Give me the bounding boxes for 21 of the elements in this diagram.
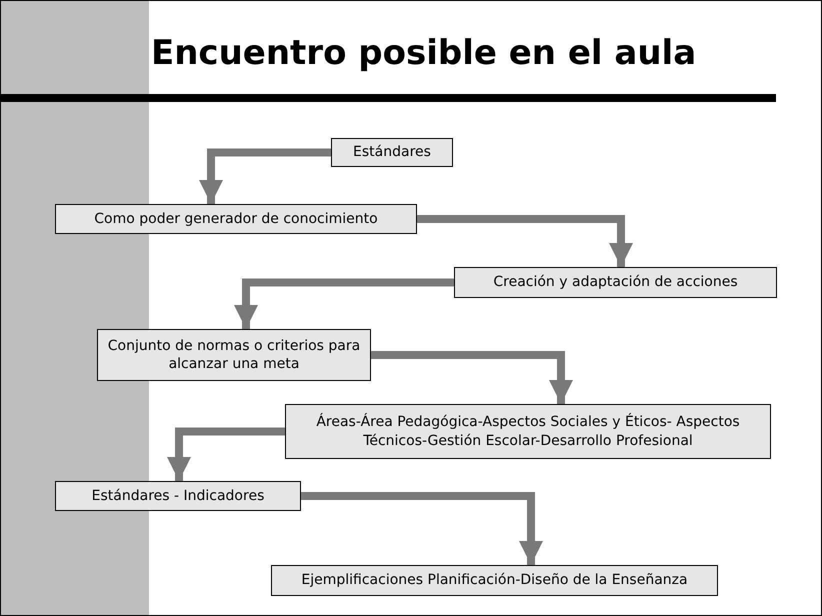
box-text: Conjunto de normas o criterios para alcanzar una meta xyxy=(106,336,362,374)
title: Encuentro posible en el aula xyxy=(151,33,696,73)
box-text: Ejemplificaciones Planificación-Diseño de la Enseñanza xyxy=(301,571,688,590)
text-box xyxy=(97,329,371,381)
box-text: Como poder generador de conocimiento xyxy=(94,210,378,228)
text-box xyxy=(285,404,771,459)
box-text: Áreas-Área Pedagógica-Aspectos Sociales y Éticos- Aspectos Técnicos-Gestión Escolar-Desarrollo Profesional xyxy=(316,413,740,450)
arrow xyxy=(371,351,573,404)
box-text: Estándares xyxy=(353,143,431,162)
text-box xyxy=(55,481,301,511)
arrow xyxy=(234,278,454,329)
arrow xyxy=(167,428,285,481)
text-box xyxy=(454,267,777,298)
text-box xyxy=(271,565,718,596)
text-box xyxy=(55,204,417,234)
arrow xyxy=(417,215,633,267)
box-text: Estándares - Indicadores xyxy=(92,486,264,506)
box-text: Creación y adaptación de acciones xyxy=(493,273,738,292)
arrow xyxy=(301,492,543,565)
arrow xyxy=(199,148,331,204)
text-box xyxy=(331,138,453,167)
